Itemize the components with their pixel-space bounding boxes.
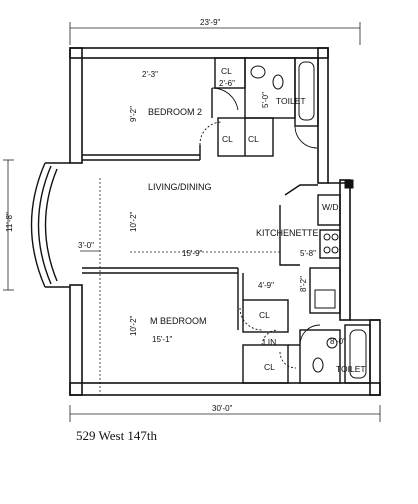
room-toilet-top: TOILET [276, 96, 306, 106]
stove-burner-2 [331, 233, 339, 241]
dim-toilet: 5'-0" [261, 92, 270, 108]
room-washer-dryer: W/D [322, 202, 339, 212]
closet-bed2-right: CL [248, 134, 259, 144]
top-tub [298, 61, 315, 121]
column [344, 179, 354, 189]
room-living-dining: LIVING/DINING [148, 182, 212, 192]
dim-cl-width: 2'-6" [219, 79, 235, 88]
kitchen-sink [314, 289, 336, 309]
dim-bath-width: 8'-0" [330, 337, 346, 346]
linen-closet: LIN [263, 337, 276, 347]
dim-overall-top: 23'-9" [200, 18, 221, 27]
dim-living-depth: 10'-2" [129, 211, 138, 232]
dim-overall-bottom: 30'-0" [212, 404, 233, 413]
dim-mbed-depth: 10'-2" [129, 315, 138, 336]
room-labels: BEDROOM 2 LIVING/DINING KITCHENETTE M BE… [148, 66, 366, 374]
dim-kitchen-depth: 5'-8" [300, 249, 316, 258]
closet-bed2-top: CL [221, 66, 232, 76]
bottom-sink [326, 337, 338, 349]
top-toilet-bowl [272, 74, 284, 90]
closet-master-bottom: CL [264, 362, 275, 372]
stove-burner-4 [331, 246, 339, 254]
room-kitchenette: KITCHENETTE [256, 228, 319, 238]
stove-burner-1 [323, 233, 331, 241]
room-bedroom-2: BEDROOM 2 [148, 107, 202, 117]
dim-bay-depth: 3'-0" [78, 241, 94, 250]
dim-bed2-depth: 9'-2" [129, 106, 138, 122]
bottom-toilet-bowl [312, 357, 324, 373]
closet-bed2-left: CL [222, 134, 233, 144]
dimension-labels: 23'-9" 30'-0" 11'-8" 3'-0" 2'-3" 2'-6" 9… [5, 18, 346, 413]
dim-mbed-width: 15'-1" [152, 335, 173, 344]
bottom-tub [349, 329, 367, 379]
plan-caption: 529 West 147th [76, 428, 158, 443]
closet-master-top: CL [259, 310, 270, 320]
door-swings [199, 87, 321, 369]
exterior-walls [69, 47, 381, 396]
interior-walls [82, 57, 371, 384]
dim-kitchen-side: 8'-2" [299, 276, 308, 292]
dim-bed2-width: 2'-3" [142, 70, 158, 79]
room-master-bedroom: M BEDROOM [150, 316, 207, 326]
dim-hall-width: 4'-9" [258, 281, 274, 290]
dimension-lines [3, 22, 381, 422]
top-sink [250, 65, 266, 79]
room-toilet-bottom: TOILET [336, 364, 366, 374]
dim-left-height: 11'-8" [5, 212, 14, 232]
dim-living-width: 15'-9" [182, 249, 203, 258]
fixtures [250, 61, 367, 379]
bay-window [30, 162, 70, 288]
stove-burner-3 [323, 246, 331, 254]
